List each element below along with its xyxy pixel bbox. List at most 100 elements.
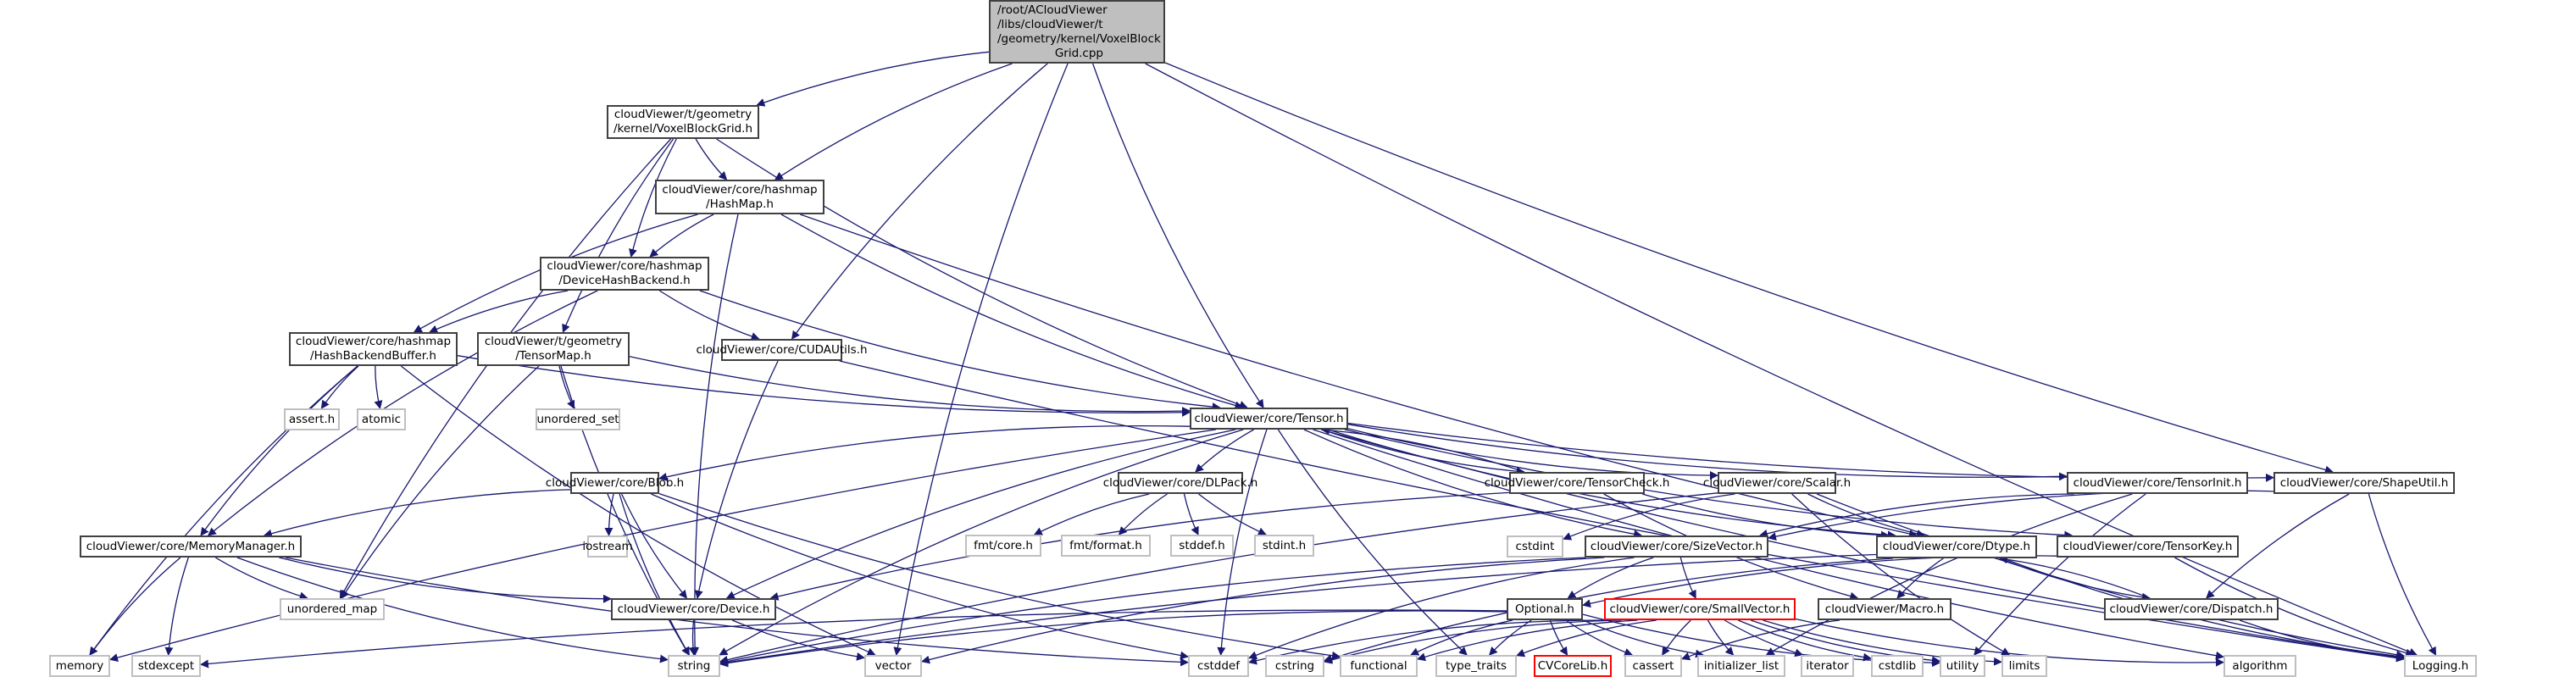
- edge-memorymanager-h-to-string: [236, 557, 669, 663]
- node-label: cloudViewer/core/hashmap /DeviceHashBack…: [547, 259, 702, 287]
- edge-smallvector-h-to-cassert: [1662, 619, 1691, 656]
- graph-node-unordered-set[interactable]: unordered_set: [536, 408, 620, 430]
- node-label: stddef.h: [1179, 538, 1225, 552]
- graph-node-tensorinit-h[interactable]: cloudViewer/core/TensorInit.h: [2067, 472, 2248, 494]
- graph-node-tensorkey-h[interactable]: cloudViewer/core/TensorKey.h: [2057, 535, 2239, 558]
- edge-blob-h-to-functional: [658, 492, 1341, 660]
- graph-node-iostream[interactable]: iostream: [582, 535, 633, 558]
- graph-node-cstddef[interactable]: cstddef: [1188, 655, 1249, 677]
- edge-tensor-h-to-type-traits: [1277, 429, 1468, 656]
- node-label: cstdint: [1515, 539, 1555, 553]
- edge-dispatch-h-to-logging-h: [2239, 619, 2405, 662]
- node-label: cloudViewer/core/TensorInit.h: [2073, 475, 2242, 490]
- graph-node-utility[interactable]: utility: [1940, 655, 1985, 677]
- graph-node-device-h[interactable]: cloudViewer/core/Device.h: [611, 598, 776, 620]
- edge-optional-h-to-string: [719, 610, 1507, 668]
- graph-node-fmt-core-h[interactable]: fmt/core.h: [965, 535, 1041, 557]
- edge-sizevector-h-to-string: [719, 557, 1586, 666]
- edge-tensor-h-to-tensorinit-h: [1347, 424, 2068, 481]
- edge-shapeutil-h-to-dispatch-h: [2206, 493, 2350, 599]
- edge-sizevector-h-to-vector: [921, 557, 1605, 664]
- edge-memorymanager-h-to-device-h: [279, 557, 612, 603]
- graph-node-cassert[interactable]: cassert: [1624, 655, 1682, 677]
- graph-node-tensormap-h[interactable]: cloudViewer/t/geometry /TensorMap.h: [477, 332, 630, 366]
- graph-node-hashbackendbuffer-h[interactable]: cloudViewer/core/hashmap /HashBackendBuf…: [289, 332, 458, 366]
- node-label: cloudViewer/core/Tensor.h: [1194, 411, 1344, 425]
- edge-root-to-logging-h: [1145, 63, 2418, 657]
- node-label: atomic: [361, 412, 402, 426]
- edge-smallvector-h-to-algorithm: [1795, 618, 2224, 667]
- graph-node-memory[interactable]: memory: [49, 655, 110, 677]
- graph-node-voxelblockgrid-h[interactable]: cloudViewer/t/geometry /kernel/VoxelBloc…: [607, 105, 759, 139]
- graph-node-limits[interactable]: limits: [2001, 655, 2047, 677]
- node-label: /root/ACloudViewer /libs/cloudViewer/t /…: [997, 3, 1161, 60]
- graph-node-cvcorelib-h[interactable]: CVCoreLib.h: [1534, 655, 1612, 677]
- graph-node-stddef-h[interactable]: stddef.h: [1170, 535, 1234, 557]
- node-label: stdexcept: [137, 658, 195, 673]
- graph-node-dtype-h[interactable]: cloudViewer/core/Dtype.h: [1876, 535, 2037, 558]
- graph-node-logging-h[interactable]: Logging.h: [2404, 655, 2477, 677]
- node-label: cassert: [1632, 658, 1674, 673]
- graph-node-algorithm[interactable]: algorithm: [2223, 655, 2296, 677]
- graph-node-dlpack-h[interactable]: cloudViewer/core/DLPack.h: [1103, 472, 1257, 494]
- edge-memorymanager-h-to-cstddef: [285, 557, 1189, 667]
- graph-node-atomic[interactable]: atomic: [357, 408, 406, 430]
- graph-node-cudautils-h[interactable]: cloudViewer/core/CUDAUtils.h: [696, 339, 868, 361]
- graph-node-smallvector-h[interactable]: cloudViewer/core/SmallVector.h: [1604, 598, 1796, 620]
- edge-scalar-h-to-logging-h: [1816, 493, 2405, 659]
- node-label: stdint.h: [1262, 538, 1307, 552]
- edge-hashmap-h-to-devicehashbackend-h: [649, 214, 714, 258]
- edge-tensor-h-to-string: [719, 429, 1244, 656]
- edge-optional-h-to-stdexcept: [200, 609, 1507, 669]
- graph-node-scalar-h[interactable]: cloudViewer/core/Scalar.h: [1703, 472, 1851, 494]
- graph-node-string[interactable]: string: [668, 655, 720, 677]
- edge-scalar-h-to-dtype-h: [1807, 493, 1926, 538]
- graph-node-tensor-h[interactable]: cloudViewer/core/Tensor.h: [1190, 408, 1348, 430]
- graph-node-tensorcheck-h[interactable]: cloudViewer/core/TensorCheck.h: [1485, 472, 1669, 494]
- edge-scalar-h-to-string: [719, 492, 1718, 664]
- node-label: iostream: [582, 539, 633, 553]
- edge-root-to-cudautils-h: [791, 63, 1048, 340]
- edge-tensor-h-to-shapeutil-h: [1347, 422, 2274, 482]
- edge-hashmap-h-to-dtype-h: [800, 214, 1918, 538]
- edge-optional-h-to-cvcorelib-h: [1549, 619, 1568, 656]
- edge-tensor-h-to-memory: [109, 429, 1217, 662]
- graph-node-blob-h[interactable]: cloudViewer/core/Blob.h: [546, 472, 684, 494]
- edge-root-to-hashmap-h: [774, 63, 1013, 180]
- graph-node-devicehashbackend-h[interactable]: cloudViewer/core/hashmap /DeviceHashBack…: [540, 257, 709, 291]
- graph-node-initializer-list[interactable]: initializer_list: [1697, 655, 1785, 677]
- edge-dlpack-h-to-fmt-core-h: [1033, 493, 1150, 535]
- edge-smallvector-h-to-cstring: [1324, 619, 1622, 664]
- graph-node-cstring[interactable]: cstring: [1265, 655, 1324, 677]
- edge-shapeutil-h-to-logging-h: [2368, 493, 2437, 656]
- graph-node-sizevector-h[interactable]: cloudViewer/core/SizeVector.h: [1585, 535, 1768, 558]
- edge-tensorkey-h-to-logging-h: [2174, 557, 2415, 657]
- graph-node-dispatch-h[interactable]: cloudViewer/core/Dispatch.h: [2104, 598, 2279, 620]
- graph-node-macro-h[interactable]: cloudViewer/Macro.h: [1818, 598, 1951, 620]
- graph-node-hashmap-h[interactable]: cloudViewer/core/hashmap /HashMap.h: [655, 180, 824, 214]
- graph-node-optional-h[interactable]: Optional.h: [1507, 598, 1583, 620]
- node-label: CVCoreLib.h: [1537, 658, 1608, 673]
- edge-optional-h-to-functional: [1410, 619, 1513, 656]
- graph-node-fmt-format-h[interactable]: fmt/format.h: [1061, 535, 1151, 557]
- node-label: fmt/core.h: [974, 538, 1033, 552]
- graph-node-functional[interactable]: functional: [1340, 655, 1418, 677]
- node-label: cstdlib: [1878, 658, 1917, 673]
- graph-node-stdexcept[interactable]: stdexcept: [131, 655, 201, 677]
- node-label: cloudViewer/core/TensorKey.h: [2062, 539, 2233, 553]
- graph-node-unordered-map[interactable]: unordered_map: [280, 598, 385, 620]
- graph-node-shapeutil-h[interactable]: cloudViewer/core/ShapeUtil.h: [2273, 472, 2455, 494]
- edge-devicehashbackend-h-to-hashbackendbuffer-h: [429, 290, 569, 333]
- graph-node-type-traits[interactable]: type_traits: [1435, 655, 1517, 677]
- node-label: cloudViewer/core/Dispatch.h: [2109, 602, 2273, 616]
- node-label: initializer_list: [1703, 658, 1779, 673]
- graph-node-cstdlib[interactable]: cstdlib: [1871, 655, 1924, 677]
- graph-node-cstdint[interactable]: cstdint: [1507, 535, 1563, 558]
- graph-node-vector[interactable]: vector: [864, 655, 922, 677]
- graph-node-stdint-h[interactable]: stdint.h: [1254, 535, 1314, 557]
- edge-blob-h-to-memorymanager-h: [263, 489, 571, 538]
- graph-node-assert-h[interactable]: assert.h: [284, 408, 340, 430]
- graph-node-memorymanager-h[interactable]: cloudViewer/core/MemoryManager.h: [80, 535, 302, 558]
- edge-tensorcheck-h-to-tensor-h: [1320, 425, 1525, 473]
- graph-node-iterator[interactable]: iterator: [1801, 655, 1854, 677]
